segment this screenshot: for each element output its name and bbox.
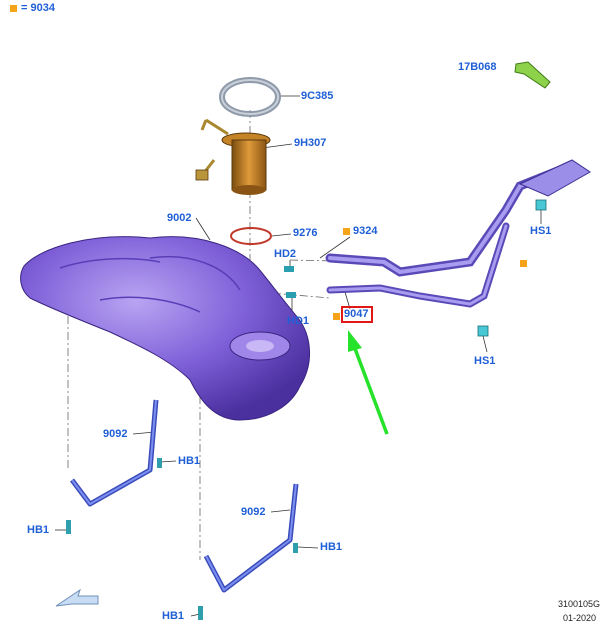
callout-hb1-b: HB1 <box>27 524 50 536</box>
green-arrow-icon <box>348 330 389 435</box>
callout-hs1-top: HS1 <box>530 225 552 237</box>
view-arrow-icon <box>55 588 99 607</box>
tank-strap-icon <box>70 399 299 593</box>
callout-hb1-c: HB1 <box>320 541 343 553</box>
callout-9c385: 9C385 <box>301 90 334 102</box>
legend-marker <box>10 5 17 12</box>
legend-label: = 9034 <box>21 2 55 14</box>
diagram-date: 01-2020 <box>563 613 597 623</box>
bolt-icon <box>66 458 298 620</box>
filler-pipe-icon <box>325 159 591 308</box>
callout-9h307: 9H307 <box>294 137 327 149</box>
callout-9002: 9002 <box>167 212 192 224</box>
lock-ring-icon <box>219 77 281 117</box>
diagram-code: 3100105G <box>558 599 600 609</box>
callout-hb1-d: HB1 <box>162 610 185 622</box>
fuel-pump-module-icon <box>195 118 271 195</box>
tool-17b068-icon <box>514 61 551 89</box>
callout-9092-right: 9092 <box>241 506 266 518</box>
callout-9276: 9276 <box>293 227 318 239</box>
callout-hs1-bottom: HS1 <box>474 355 496 367</box>
clip-icon <box>284 199 547 337</box>
callout-hb1-a: HB1 <box>178 455 201 467</box>
callout-9324: 9324 <box>353 225 378 237</box>
marker-filler-pipe <box>520 260 527 267</box>
callout-hd1: HD1 <box>287 315 310 327</box>
callout-hd2: HD2 <box>274 248 297 260</box>
fuel-tank-icon <box>20 236 311 421</box>
highlight-box <box>341 306 373 323</box>
callout-9047: 9047 <box>344 308 369 320</box>
callout-17b068: 17B068 <box>458 61 497 73</box>
leader-lines <box>55 65 543 617</box>
marker-9047 <box>333 313 340 320</box>
marker-9324 <box>343 228 350 235</box>
o-ring-icon <box>230 227 272 245</box>
callout-9092-left: 9092 <box>103 428 128 440</box>
